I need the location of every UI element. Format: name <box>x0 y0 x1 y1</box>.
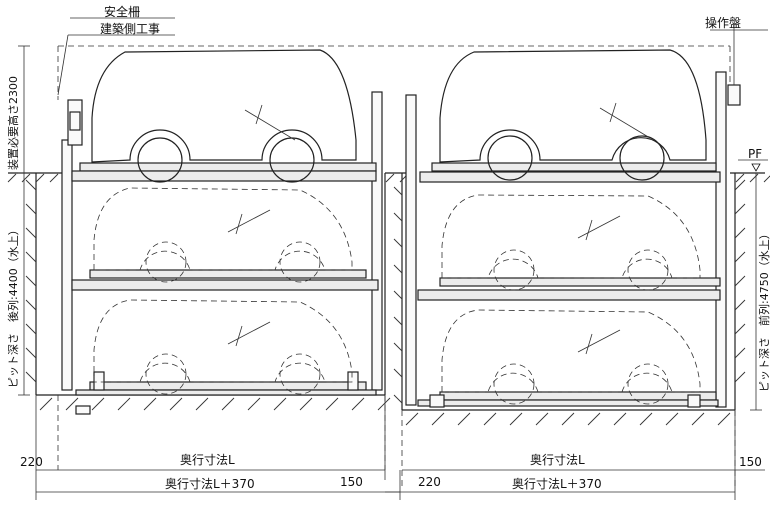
left-car-low <box>93 299 353 395</box>
dimension-lines <box>18 17 768 500</box>
earth-hatch <box>7 173 770 426</box>
left-platform-mid <box>89 269 367 279</box>
right-post-front <box>405 94 417 406</box>
construction-side-label: 建築側工事 <box>100 21 160 36</box>
dim-150-left: 150 <box>340 475 363 489</box>
control-panel-label: 操作盤 <box>705 15 741 30</box>
right-post-rear <box>715 71 727 408</box>
left-post-rear <box>61 139 73 391</box>
right-car-top <box>439 49 707 181</box>
dim-220-left: 220 <box>20 455 43 469</box>
left-car-top <box>91 49 357 183</box>
left-platform-low <box>89 381 367 391</box>
right-car-low <box>441 309 701 405</box>
right-platform-top <box>431 162 717 172</box>
pit-depth-front-label: ピット深さ 前列:4750（水上） <box>757 228 770 392</box>
pit-wall-right <box>401 173 736 411</box>
left-platform-top <box>79 162 377 172</box>
depth-left-total-label: 奥行寸法L＋370 <box>165 477 255 491</box>
required-height-label: 装置必要高さ2300 <box>6 76 20 170</box>
left-car-mid <box>93 187 353 283</box>
left-machine <box>61 49 383 415</box>
pit-depth-rear-label: ピット深さ 後列:4400（水上） <box>6 224 20 388</box>
right-car-mid <box>441 194 701 291</box>
safety-fence-label: 安全柵 <box>104 4 140 19</box>
depth-left-label: 奥行寸法L <box>180 453 235 467</box>
pf-label: PF <box>748 147 762 161</box>
left-post-front <box>371 91 383 391</box>
dim-150-right: 150 <box>739 455 762 469</box>
dim-220-right: 220 <box>418 475 441 489</box>
right-platform-mid <box>439 277 721 287</box>
depth-right-label: 奥行寸法L <box>530 453 585 467</box>
right-platform-low <box>439 391 717 401</box>
right-machine <box>405 25 741 408</box>
depth-right-total-label: 奥行寸法L＋370 <box>512 477 602 491</box>
control-panel-box <box>727 84 741 106</box>
